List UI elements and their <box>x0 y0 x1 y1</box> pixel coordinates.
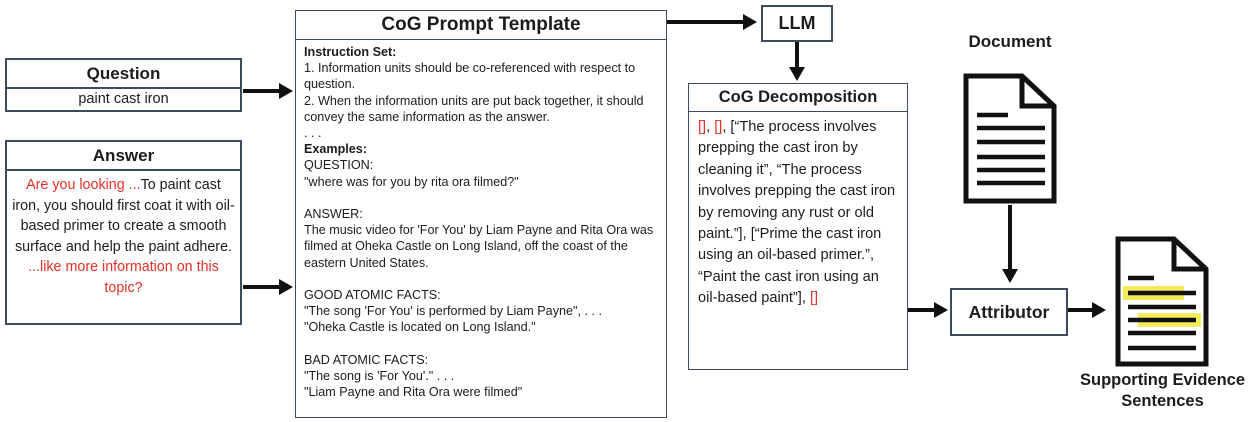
text-segment: , <box>706 119 715 135</box>
template-line: BAD ATOMIC FACTS: <box>304 352 429 367</box>
template-line: "Liam Payne and Rita Ora were filmed" <box>304 385 523 400</box>
template-line <box>304 336 658 352</box>
cog-decomposition-box: CoG Decomposition [], [], [“The process … <box>688 83 908 370</box>
red-text-segment: [] <box>714 119 723 135</box>
llm-box: LLM <box>761 5 833 42</box>
text-segment: , [“The process involves prepping the ca… <box>698 119 896 307</box>
template-line: "where was for you by rita ora filmed?" <box>304 174 519 189</box>
document-icon <box>963 73 1057 204</box>
template-line <box>304 271 658 287</box>
template-line: "The song is 'For You'." . . . <box>304 369 455 384</box>
red-text-segment: [] <box>809 290 819 307</box>
template-line: The music video for 'For You' by Liam Pa… <box>304 223 654 270</box>
red-text-segment: Are you looking ... <box>26 177 141 193</box>
cog-decomposition-content: [], [], [“The process involves prepping … <box>689 112 907 315</box>
question-title: Question <box>7 60 240 89</box>
cog-prompt-template-box: CoG Prompt Template Instruction Set: 1. I… <box>295 10 667 418</box>
template-line: "The song 'For You' is performed by Liam… <box>304 304 602 319</box>
text-segment: To paint cast iron, you should first coa… <box>12 177 235 255</box>
template-line: . . . <box>304 126 322 141</box>
attributor-box: Attributor <box>950 288 1068 336</box>
template-line: ANSWER: <box>304 207 363 222</box>
red-text-segment: ...like more information on this topic? <box>28 259 219 296</box>
template-line: QUESTION: <box>304 158 374 173</box>
template-line <box>304 190 658 206</box>
cog-decomposition-title: CoG Decomposition <box>689 84 907 112</box>
cog-prompt-template-title: CoG Prompt Template <box>296 11 666 40</box>
template-line: 1. Information units should be co-refere… <box>304 61 636 92</box>
template-line: "Oheka Castle is located on Long Island.… <box>304 320 536 335</box>
cog-prompt-template-content: Instruction Set: 1. Information units sho… <box>296 40 666 404</box>
answer-title: Answer <box>7 142 240 171</box>
template-line: 2. When the information units are put ba… <box>304 93 644 124</box>
template-line: Examples: <box>304 142 367 157</box>
supporting-evidence-document-icon <box>1115 236 1209 367</box>
answer-content: Are you looking ...To paint cast iron, y… <box>7 171 240 303</box>
red-text-segment: [] <box>698 119 707 135</box>
question-content: paint cast iron <box>78 91 169 107</box>
template-line: Instruction Set: <box>304 45 397 59</box>
template-line: GOOD ATOMIC FACTS: <box>304 288 441 303</box>
question-box: Question paint cast iron <box>5 58 242 112</box>
supporting-evidence-label: Supporting Evidence Sentences <box>1079 371 1246 410</box>
answer-box: Answer Are you looking ...To paint cast … <box>5 140 242 325</box>
document-label: Document <box>968 32 1052 51</box>
